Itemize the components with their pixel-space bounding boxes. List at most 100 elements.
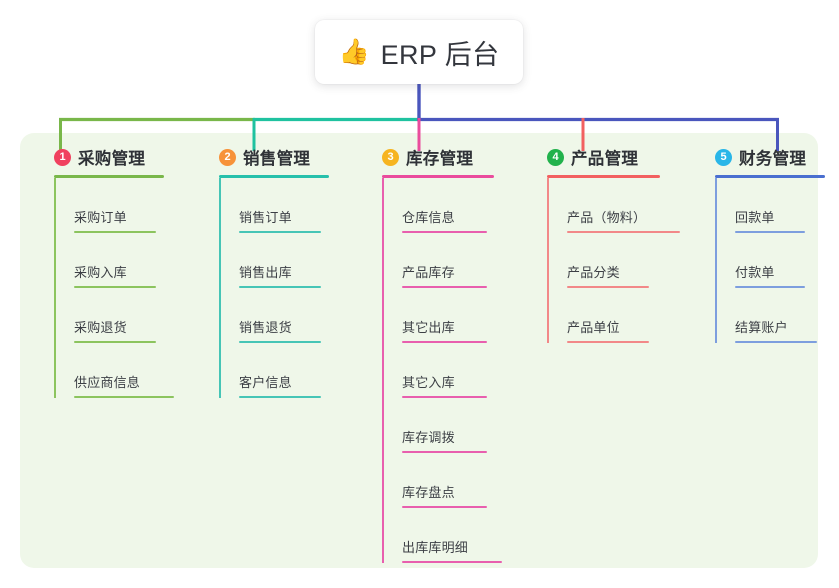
leaf-rule: [402, 341, 487, 343]
leaf-label: 其它出库: [402, 320, 455, 336]
column-badge-3: 3: [382, 148, 399, 166]
leaf-rule: [239, 231, 321, 233]
leaf-item[interactable]: 仓库信息: [382, 178, 502, 233]
leaf-rule: [402, 286, 487, 288]
column-rule-2: [219, 175, 329, 178]
column-title-4: 产品管理: [571, 150, 639, 168]
leaf-label: 回款单: [735, 210, 775, 226]
leaf-label: 产品分类: [567, 265, 620, 281]
column-title-3: 库存管理: [406, 150, 474, 168]
column-header-1[interactable]: 1 采购管理: [36, 144, 174, 170]
leaf-item[interactable]: 销售出库: [219, 233, 329, 288]
column-5: 5 财务管理回款单付款单结算账户: [697, 144, 825, 343]
leaf-label: 付款单: [735, 265, 775, 281]
leaf-rule: [74, 231, 156, 233]
leaf-label: 采购订单: [74, 210, 127, 226]
leaf-rule: [735, 341, 817, 343]
column-4: 4 产品管理产品（物料） 产品分类产品单位: [529, 144, 680, 343]
leaf-label: 库存调拨: [402, 430, 455, 446]
leaf-list-5: 回款单付款单结算账户: [697, 177, 825, 343]
leaf-spine-3: [382, 177, 384, 563]
leaf-label: 库存盘点: [402, 485, 455, 501]
leaf-label: 采购入库: [74, 265, 127, 281]
column-rule-1: [54, 175, 164, 178]
leaf-label: 销售退货: [239, 320, 292, 336]
leaf-list-4: 产品（物料） 产品分类产品单位: [529, 177, 680, 343]
leaf-label: 采购退货: [74, 320, 127, 336]
leaf-item[interactable]: 销售退货: [219, 288, 329, 343]
leaf-item[interactable]: 采购入库: [54, 233, 174, 288]
column-title-1: 采购管理: [78, 150, 146, 168]
leaf-rule: [567, 286, 649, 288]
leaf-item[interactable]: 回款单: [715, 178, 825, 233]
leaf-rule: [402, 561, 502, 563]
leaf-item[interactable]: 产品单位: [547, 288, 680, 343]
leaf-label: 结算账户: [735, 320, 788, 336]
leaf-label: 产品（物料）: [567, 210, 647, 226]
column-header-5[interactable]: 5 财务管理: [697, 144, 825, 170]
leaf-rule: [567, 341, 649, 343]
leaf-rule: [74, 286, 156, 288]
leaf-spine-2: [219, 177, 221, 398]
leaf-label: 仓库信息: [402, 210, 455, 226]
column-header-2[interactable]: 2 销售管理: [201, 144, 329, 170]
column-rule-5: [715, 175, 825, 178]
leaf-rule: [402, 506, 487, 508]
leaf-spine-5: [715, 177, 717, 343]
column-header-4[interactable]: 4 产品管理: [529, 144, 680, 170]
leaf-rule: [239, 396, 321, 398]
leaf-rule: [735, 286, 805, 288]
leaf-item[interactable]: 采购退货: [54, 288, 174, 343]
leaf-item[interactable]: 销售订单: [219, 178, 329, 233]
leaf-rule: [402, 451, 487, 453]
column-badge-1: 1: [54, 148, 71, 166]
leaf-item[interactable]: 客户信息: [219, 343, 329, 398]
leaf-spine-4: [547, 177, 549, 343]
leaf-label: 产品单位: [567, 320, 620, 336]
column-rule-4: [547, 175, 660, 178]
leaf-item[interactable]: 产品（物料）: [547, 178, 680, 233]
column-title-2: 销售管理: [243, 150, 311, 168]
leaf-item[interactable]: 产品分类: [547, 233, 680, 288]
leaf-item[interactable]: 付款单: [715, 233, 825, 288]
leaf-label: 供应商信息: [74, 375, 141, 391]
leaf-rule: [402, 231, 487, 233]
leaf-item[interactable]: 库存调拨: [382, 398, 502, 453]
leaf-spine-1: [54, 177, 56, 398]
leaf-label: 客户信息: [239, 375, 292, 391]
leaf-item[interactable]: 结算账户: [715, 288, 825, 343]
leaf-item[interactable]: 其它出库: [382, 288, 502, 343]
leaf-item[interactable]: 产品库存: [382, 233, 502, 288]
leaf-list-2: 销售订单销售出库销售退货客户信息: [201, 177, 329, 398]
leaf-rule: [239, 341, 321, 343]
leaf-item[interactable]: 库存盘点: [382, 453, 502, 508]
column-rule-3: [382, 175, 494, 178]
leaf-rule: [74, 341, 156, 343]
leaf-label: 产品库存: [402, 265, 455, 281]
root-node[interactable]: 👍 ERP 后台: [315, 20, 523, 84]
leaf-list-1: 采购订单采购入库采购退货供应商信息: [36, 177, 174, 398]
column-2: 2 销售管理销售订单销售出库销售退货客户信息: [201, 144, 329, 398]
leaf-item[interactable]: 采购订单: [54, 178, 174, 233]
leaf-label: 销售出库: [239, 265, 292, 281]
leaf-rule: [735, 231, 805, 233]
column-header-3[interactable]: 3 库存管理: [364, 144, 502, 170]
leaf-rule: [567, 231, 680, 233]
leaf-item[interactable]: 供应商信息: [54, 343, 174, 398]
leaf-list-3: 仓库信息产品库存其它出库其它入库库存调拨库存盘点出库库明细: [364, 177, 502, 563]
column-title-5: 财务管理: [739, 150, 807, 168]
leaf-rule: [74, 396, 174, 398]
column-1: 1 采购管理采购订单采购入库采购退货供应商信息: [36, 144, 174, 398]
leaf-item[interactable]: 出库库明细: [382, 508, 502, 563]
diagram-panel: [20, 133, 818, 568]
leaf-label: 其它入库: [402, 375, 455, 391]
thumbs-up-icon: 👍: [338, 37, 370, 66]
leaf-rule: [402, 396, 487, 398]
column-badge-4: 4: [547, 148, 564, 166]
leaf-item[interactable]: 其它入库: [382, 343, 502, 398]
leaf-label: 销售订单: [239, 210, 292, 226]
column-badge-2: 2: [219, 148, 236, 166]
column-badge-5: 5: [715, 148, 732, 166]
root-title: ERP 后台: [380, 39, 500, 70]
